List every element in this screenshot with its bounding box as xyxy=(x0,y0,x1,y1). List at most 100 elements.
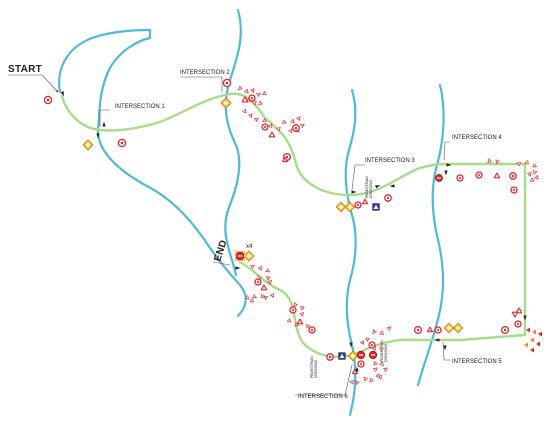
yield-sign-icon xyxy=(244,88,249,94)
ped-crossing-6-line2: CROSSING xyxy=(314,360,318,378)
priority-diamond-icon xyxy=(347,350,359,362)
yield-sign-icon xyxy=(269,293,274,298)
ped-crossing-3-line2: CROSSING xyxy=(369,180,373,198)
river-east xyxy=(416,83,445,387)
yield-sign-icon xyxy=(256,92,261,98)
direction-arrow-icon xyxy=(60,91,64,97)
yield-sign-icon xyxy=(365,337,370,343)
yield-sign-icon xyxy=(254,118,259,123)
warning-triangle-icon xyxy=(524,342,528,348)
direction-arrow-icon xyxy=(523,315,527,321)
river-top-arc xyxy=(58,28,152,94)
priority-diamond-icon xyxy=(344,201,356,213)
yield-sign-icon xyxy=(372,329,377,334)
warning-triangle-icon xyxy=(260,284,268,291)
yield-sign-icon xyxy=(379,361,384,366)
stop-sign-icon xyxy=(475,171,483,179)
yield-sign-icon xyxy=(527,172,532,177)
direction-arrow-icon xyxy=(443,345,447,351)
traffic-signs xyxy=(43,78,542,386)
yield-sign-icon xyxy=(359,340,364,345)
priority-diamond-icon xyxy=(220,97,232,109)
yield-sign-icon xyxy=(250,265,255,270)
yield-sign-icon xyxy=(262,90,267,96)
yield-sign-icon xyxy=(487,158,492,163)
intersection-6-label: INTERSECTION 6 xyxy=(298,394,348,400)
yield-sign-icon xyxy=(534,174,539,180)
yield-sign-icon xyxy=(268,123,273,129)
yield-sign-icon xyxy=(371,346,376,351)
priority-diamond-icon xyxy=(452,322,464,334)
stop-sign-icon xyxy=(413,325,423,335)
yield-sign-icon xyxy=(263,296,268,301)
pedestrian-crossing-sign-icon xyxy=(372,203,380,211)
river-mid xyxy=(344,88,357,417)
yield-sign-icon xyxy=(530,177,535,182)
direction-arrow-icon xyxy=(102,121,106,127)
stop-sign-icon xyxy=(235,251,245,261)
ped-crossing-5-line2: CROSSING xyxy=(384,344,388,362)
stop-sign-icon xyxy=(384,194,392,202)
leader-lines xyxy=(8,74,450,396)
direction-arrow-icon xyxy=(235,266,241,270)
yield-sign-icon xyxy=(265,268,270,273)
yield-sign-icon xyxy=(300,306,305,311)
river-center xyxy=(224,8,242,277)
warning-triangle-icon xyxy=(530,337,534,343)
intersection-1-label: INTERSECTION 1 xyxy=(115,104,165,110)
yield-sign-icon xyxy=(372,367,378,372)
warning-triangle-icon xyxy=(530,347,534,353)
stop-sign-icon xyxy=(456,174,464,182)
yield-sign-icon xyxy=(238,85,243,90)
direction-arrow-icon xyxy=(96,133,100,139)
yield-sign-icon xyxy=(258,100,263,105)
warning-triangle-icon xyxy=(538,331,542,337)
stop-sign-icon xyxy=(292,124,300,132)
stop-sign-icon xyxy=(326,353,334,361)
stop-sign-icon xyxy=(510,186,518,194)
warning-triangle-icon xyxy=(241,96,249,103)
direction-arrow-icon xyxy=(349,342,353,348)
yield-sign-icon xyxy=(293,302,298,307)
direction-arrow-icon xyxy=(444,170,448,176)
yield-sign-icon xyxy=(363,376,368,382)
direction-arrow-icon xyxy=(351,190,357,194)
priority-diamond-icon xyxy=(443,322,455,334)
yield-sign-icon xyxy=(355,380,360,386)
route-segment-start xyxy=(60,92,267,132)
priority-diamond-icon xyxy=(335,201,347,213)
yield-sign-icon xyxy=(296,116,301,121)
intersection-5-label: INTERSECTION 5 xyxy=(452,359,502,365)
stop-sign-icon xyxy=(248,94,256,102)
yield-sign-icon xyxy=(286,318,292,323)
warning-triangle-icon xyxy=(361,198,369,205)
warning-triangle-icon xyxy=(426,326,434,333)
yield-sign-icon xyxy=(533,170,538,175)
yield-sign-icon xyxy=(516,162,521,167)
intersection-2-label: INTERSECTION 2 xyxy=(180,70,230,76)
yield-sign-icon xyxy=(290,118,295,124)
yield-sign-icon xyxy=(532,163,538,168)
yield-sign-icon xyxy=(300,124,305,129)
yield-sign-icon xyxy=(495,159,500,165)
stop-sign-icon xyxy=(500,325,510,335)
route-segment-2-3 xyxy=(263,116,447,197)
direction-arrow-icon xyxy=(434,338,440,342)
yield-sign-icon xyxy=(257,266,262,271)
start-label: START xyxy=(8,64,42,75)
priority-diamond-icon xyxy=(82,139,94,151)
stop-sign-icon xyxy=(117,138,127,148)
river-north-loop xyxy=(96,28,247,318)
priority-diamond-icon xyxy=(243,250,255,262)
ped-crossing-6-line1: PEDESTRIAN xyxy=(310,356,314,378)
yield-sign-icon xyxy=(267,280,272,285)
warning-triangle-icon xyxy=(282,156,288,163)
yield-sign-icon xyxy=(288,128,293,134)
stop-sign-icon xyxy=(261,123,269,131)
warning-triangle-icon xyxy=(493,172,501,179)
warning-triangle-icon xyxy=(268,131,276,138)
stop-sign-icon xyxy=(368,350,378,360)
stop-sign-icon xyxy=(509,172,517,180)
yield-sign-icon xyxy=(261,294,266,299)
